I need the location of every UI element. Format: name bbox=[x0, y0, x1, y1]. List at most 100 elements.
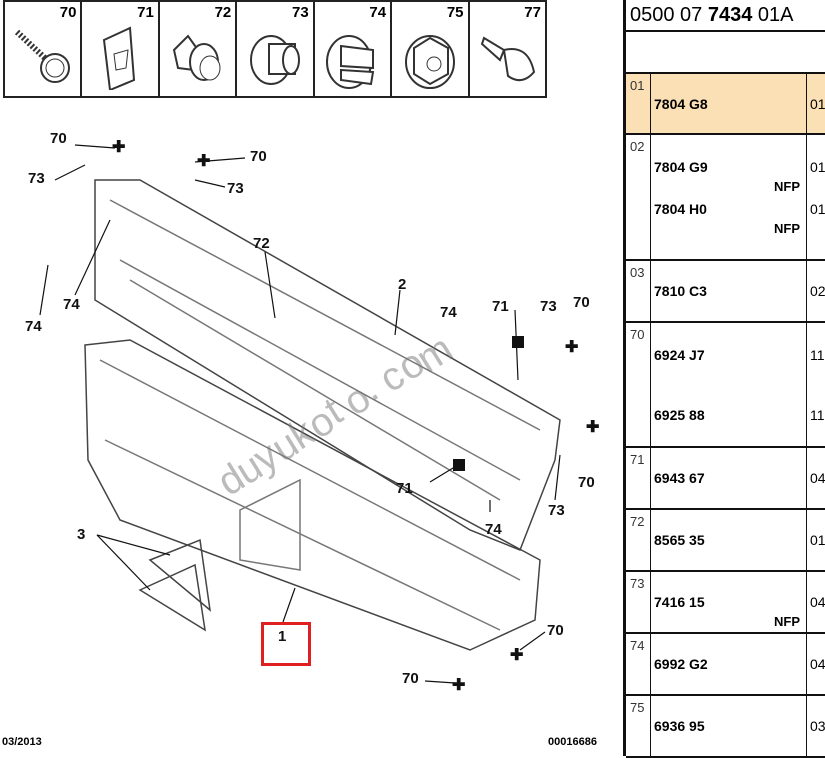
clip-71-marker bbox=[512, 336, 524, 348]
part-reference[interactable]: 7804 G8 bbox=[654, 96, 708, 112]
part-reference[interactable]: 7810 C3 bbox=[654, 283, 707, 299]
column-divider bbox=[806, 323, 807, 446]
part-quantity: 04 bbox=[810, 656, 825, 672]
header-bold: 7434 bbox=[707, 4, 753, 26]
part-reference[interactable]: 6992 G2 bbox=[654, 656, 708, 672]
callout-73[interactable]: 73 bbox=[540, 298, 557, 315]
column-divider bbox=[806, 74, 807, 133]
callout-70[interactable]: 70 bbox=[547, 622, 564, 639]
callout-74[interactable]: 74 bbox=[440, 304, 457, 321]
part-quantity: 02 bbox=[810, 283, 825, 299]
nfp-badge: NFP bbox=[774, 614, 800, 629]
part-quantity: 01 bbox=[810, 532, 825, 548]
callout-71[interactable]: 71 bbox=[396, 480, 413, 497]
table-blank-row bbox=[626, 32, 825, 74]
table-row[interactable]: 01 7804 G8 01 bbox=[626, 74, 825, 135]
buffer-stud-icon bbox=[480, 36, 535, 82]
column-divider bbox=[650, 74, 651, 133]
callout-70[interactable]: 70 bbox=[573, 294, 590, 311]
callout-70[interactable]: 70 bbox=[578, 474, 595, 491]
callout-72[interactable]: 72 bbox=[253, 235, 270, 252]
part-reference[interactable]: 7804 G9 bbox=[654, 159, 708, 175]
part-reference[interactable]: 6924 J7 bbox=[654, 347, 705, 363]
part-quantity: 11 bbox=[810, 347, 825, 363]
fastener-75[interactable]: 75 bbox=[392, 2, 470, 96]
spring-clip-icon bbox=[103, 26, 136, 90]
part-reference[interactable]: 8565 35 bbox=[654, 532, 705, 548]
fastener-number: 77 bbox=[524, 4, 541, 21]
callout-74[interactable]: 74 bbox=[485, 521, 502, 538]
row-index: 02 bbox=[630, 139, 645, 154]
highlighted-callout-box[interactable] bbox=[261, 622, 311, 666]
callout-1[interactable]: 1 bbox=[278, 628, 287, 645]
fastener-number: 70 bbox=[59, 4, 77, 21]
part-reference[interactable]: 6925 88 bbox=[654, 407, 705, 423]
fastener-73[interactable]: 73 bbox=[237, 2, 315, 96]
column-divider bbox=[650, 572, 651, 632]
fastener-77[interactable]: 77 bbox=[470, 2, 545, 96]
part-quantity: 01 bbox=[810, 159, 825, 175]
callout-71[interactable]: 71 bbox=[492, 298, 509, 315]
part-quantity: 03 bbox=[810, 718, 825, 734]
fastener-70[interactable]: 70 bbox=[5, 2, 83, 96]
column-divider bbox=[806, 634, 807, 694]
fastener-number: 74 bbox=[369, 4, 387, 21]
grille-part-1 bbox=[84, 339, 541, 651]
part-reference[interactable]: 6943 67 bbox=[654, 470, 705, 486]
part-reference[interactable]: 7804 H0 bbox=[654, 201, 707, 217]
column-divider bbox=[650, 448, 651, 508]
callout-73[interactable]: 73 bbox=[227, 180, 244, 197]
callout-70[interactable]: 70 bbox=[250, 148, 267, 165]
fixing-point-marker: ✚ bbox=[586, 419, 599, 436]
part-reference[interactable]: 6936 95 bbox=[654, 718, 705, 734]
expansion-nut-icon bbox=[172, 34, 221, 81]
grille-drawing: ✚ ✚ ✚ ✚ ✚ ✚ bbox=[39, 139, 599, 694]
column-divider bbox=[806, 261, 807, 321]
callout-2[interactable]: 2 bbox=[398, 276, 407, 293]
part-quantity: 01 bbox=[810, 96, 825, 112]
fastener-number: 73 bbox=[292, 4, 309, 21]
fixing-point-marker: ✚ bbox=[452, 677, 465, 694]
fastener-number: 72 bbox=[214, 4, 232, 21]
clip-71-marker bbox=[453, 459, 465, 471]
flange-nut-icon bbox=[405, 35, 456, 89]
column-divider bbox=[806, 696, 807, 756]
part-reference[interactable]: 7416 15 bbox=[654, 594, 705, 610]
column-divider bbox=[650, 323, 651, 446]
row-index: 73 bbox=[630, 576, 645, 591]
column-divider bbox=[806, 572, 807, 632]
part-quantity: 01 bbox=[810, 201, 825, 217]
column-divider bbox=[650, 634, 651, 694]
row-index: 75 bbox=[630, 700, 645, 715]
row-index: 01 bbox=[630, 78, 645, 93]
table-header: 0500 07 7434 01A bbox=[626, 0, 825, 32]
table-row[interactable]: 75 6936 95 03 bbox=[626, 696, 825, 758]
callout-73[interactable]: 73 bbox=[548, 502, 565, 519]
row-index: 70 bbox=[630, 327, 645, 342]
fastener-71[interactable]: 71 bbox=[82, 2, 160, 96]
table-row[interactable]: 74 6992 G2 04 bbox=[626, 634, 825, 696]
column-divider bbox=[650, 696, 651, 756]
fastener-74[interactable]: 74 bbox=[315, 2, 393, 96]
callout-74[interactable]: 74 bbox=[63, 296, 80, 313]
callout-70[interactable]: 70 bbox=[402, 670, 419, 687]
column-divider bbox=[806, 135, 807, 259]
part-quantity: 04 bbox=[810, 594, 825, 610]
callout-73[interactable]: 73 bbox=[28, 170, 45, 187]
fastener-number: 71 bbox=[137, 4, 154, 21]
callout-74[interactable]: 74 bbox=[25, 318, 42, 335]
callout-3[interactable]: 3 bbox=[77, 526, 86, 543]
callout-70[interactable]: 70 bbox=[50, 130, 67, 147]
row-index: 74 bbox=[630, 638, 645, 653]
header-suffix: 01A bbox=[752, 4, 794, 26]
header-prefix: 0500 07 bbox=[630, 4, 708, 26]
fastener-72[interactable]: 72 bbox=[160, 2, 238, 96]
column-divider bbox=[806, 510, 807, 570]
